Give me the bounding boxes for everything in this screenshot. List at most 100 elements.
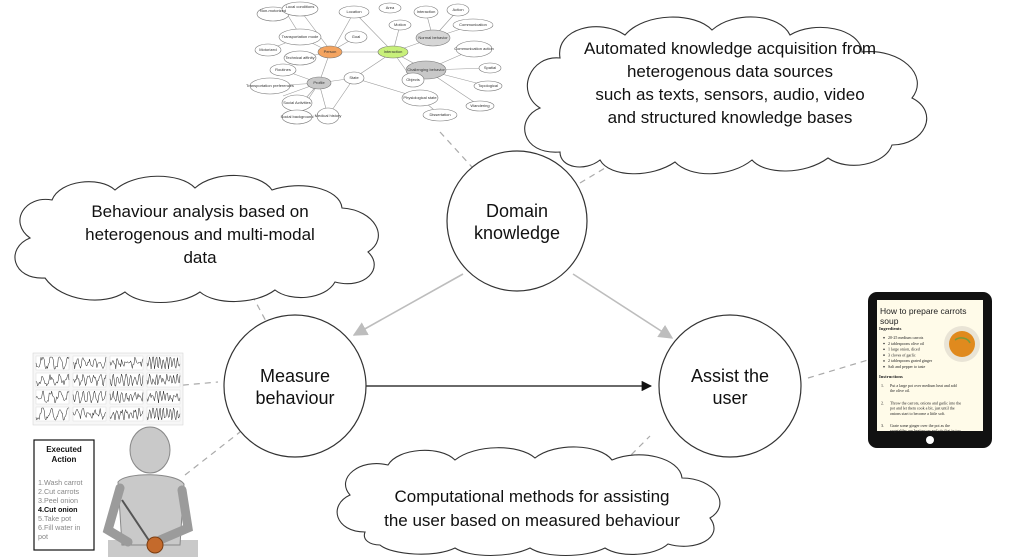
signal-trace: [72, 407, 107, 420]
signal-trace: [109, 390, 144, 404]
onto-label: Action: [452, 7, 463, 12]
onto-label: Person: [324, 49, 337, 54]
onto-label: Local conditions: [286, 4, 315, 9]
onto-label: Medical history: [315, 113, 342, 118]
cloud-line: Computational methods for assisting: [395, 487, 670, 506]
onto-label: Technical affinity: [285, 55, 314, 60]
onto-label: Non-motorized: [260, 8, 286, 13]
measure-behaviour-node: Measure behaviour: [223, 314, 367, 458]
signal-trace: [146, 390, 181, 404]
ingredient-item: 1 large onion, diced: [888, 347, 920, 353]
onto-label: Communication: [459, 22, 487, 27]
acquisition-cloud: Automated knowledge acquisition from het…: [524, 16, 928, 175]
domain-to-measure-arrow: [352, 273, 464, 336]
onto-label: Motion: [394, 22, 406, 27]
person-torso: [117, 474, 185, 546]
node-label: behaviour: [255, 388, 334, 408]
domain-to-assist-arrow: [572, 273, 674, 339]
knife-icon: [121, 499, 153, 546]
cloud-line: data: [183, 248, 217, 267]
cloud-line: Automated knowledge acquisition from: [584, 39, 876, 58]
node-label: Measure: [260, 366, 330, 386]
cloud-line: such as texts, sensors, audio, video: [595, 85, 864, 104]
analysis-cloud: Behaviour analysis based on heterogenous…: [14, 174, 379, 304]
recipe-title: How to prepare carrots: [880, 306, 966, 316]
cloud-line: the user based on measured behaviour: [384, 511, 680, 530]
onto-label: Wandering: [470, 103, 489, 108]
ingredient-item: 2 tablespoons olive oil: [888, 341, 925, 346]
onto-label: Challenging behavior: [407, 67, 445, 72]
onto-label: State: [349, 75, 359, 80]
action-step: 6.Fill water in: [38, 523, 80, 532]
onto-label: Dissertation: [429, 112, 450, 117]
ingredient-item: Salt and pepper to taste: [888, 364, 926, 369]
ingredient-item: 3 cloves of garlic: [888, 352, 916, 357]
acquisition-connector: [579, 164, 611, 184]
action-step: 4.Cut onion: [38, 505, 78, 514]
signal-trace: [72, 373, 107, 387]
action-step: 2.Cut carrots: [38, 487, 80, 496]
onto-label: Social Activities: [283, 100, 311, 105]
tablet-connector: [807, 359, 869, 379]
signal-trace: [72, 356, 107, 370]
signal-trace: [35, 390, 70, 404]
signal-panel: [72, 355, 107, 371]
tablet-home-button: [926, 436, 934, 444]
instruction-line: Throw the carrots, onions and garlic int…: [890, 400, 961, 406]
executed-action-title: Action: [52, 455, 77, 464]
person-left-arm: [102, 483, 133, 547]
onto-label: Normal behavior: [418, 35, 448, 40]
ingredients-heading: Ingredients: [879, 326, 902, 331]
signal-panel: [146, 389, 181, 405]
tablet-screen: [877, 300, 983, 431]
cloud-line: heterogenous data sources: [627, 62, 833, 81]
signal-trace: [35, 407, 69, 421]
onto-label: Location: [346, 9, 361, 14]
onto-label: Objects: [406, 77, 420, 82]
node-label: knowledge: [474, 223, 560, 243]
signal-panel: [35, 389, 70, 405]
onto-label: Spatial: [484, 65, 496, 70]
onto-label: Transportation preferences: [246, 83, 294, 88]
onto-label: Social background: [281, 114, 314, 119]
ontology-graph: Non-motorized Local conditions Location …: [246, 1, 503, 125]
instruction-line: pot and let them cook a bit, just until …: [890, 406, 955, 412]
action-step: 1.Wash carrot: [38, 478, 82, 487]
instruction-line: 2.: [881, 400, 884, 405]
node-label: Assist the: [691, 366, 769, 386]
executed-action-title: Executed: [46, 445, 82, 454]
instruction-line: the olive oil.: [890, 388, 910, 393]
signal-trace: [146, 356, 181, 370]
onto-label: Physiological state: [403, 95, 437, 100]
onto-label: Transportation mode: [282, 34, 320, 39]
onto-label: Topological: [478, 83, 498, 88]
cloud-line: and structured knowledge bases: [608, 108, 853, 127]
ingredient-item: 2 tablespoons grated ginger: [888, 358, 933, 363]
ingredient-item: 20-25 medium carrots: [888, 335, 924, 340]
instruction-line: 1.: [881, 383, 884, 388]
onto-label: Interaction: [384, 49, 403, 54]
onto-label: Interaction: [417, 9, 436, 14]
recipe-tablet: How to prepare carrots soup Ingredients …: [868, 292, 992, 448]
signal-trace: [35, 373, 70, 387]
action-step: 3.Peel onion: [38, 496, 78, 505]
signal-trace: [109, 373, 144, 387]
signal-trace: [35, 356, 70, 370]
instruction-line: 3.: [881, 423, 884, 428]
instruction-line: Put a large pot over medium heat and add: [890, 383, 957, 388]
signal-trace: [146, 407, 181, 421]
node-label: Domain: [486, 201, 548, 221]
flow-arrows: [352, 273, 674, 392]
instructions-heading: Instructions: [879, 374, 903, 379]
onto-label: Routines: [275, 67, 291, 72]
signal-trace: [146, 373, 181, 386]
instruction-line: onions start to become a little soft.: [890, 411, 945, 416]
cloud-line: Behaviour analysis based on: [91, 202, 308, 221]
assist-user-node: Assist the user: [658, 314, 802, 458]
computational-connector: [607, 435, 651, 479]
onto-label: Area: [386, 5, 395, 10]
signal-trace: [72, 390, 107, 404]
domain-knowledge-node: Domain knowledge: [446, 150, 588, 292]
